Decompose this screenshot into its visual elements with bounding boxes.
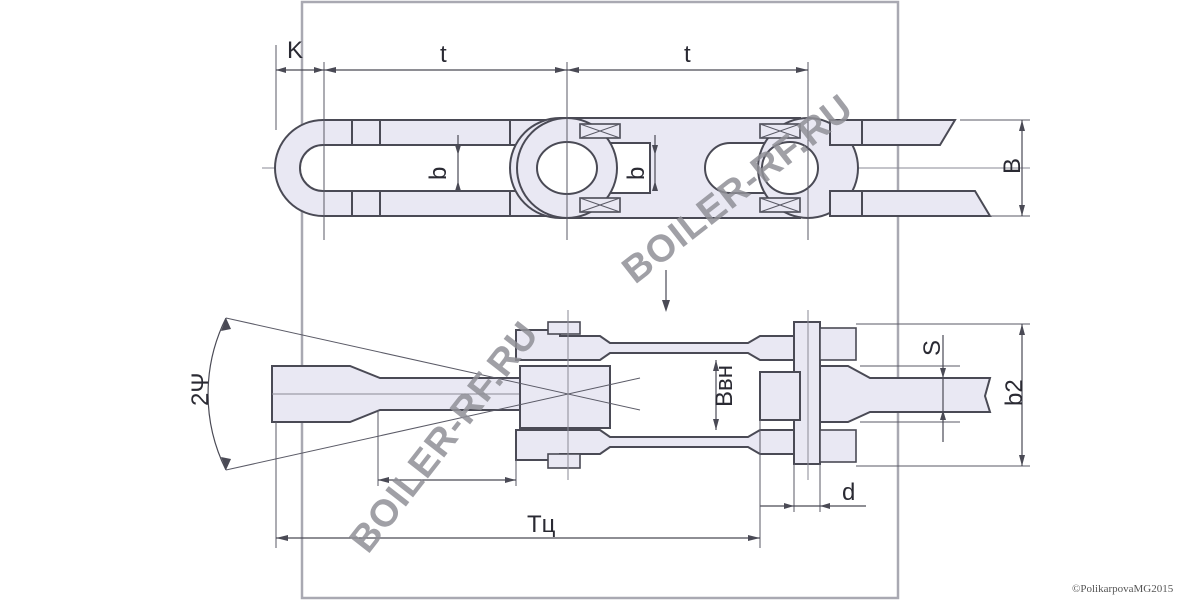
label-s: S bbox=[919, 340, 946, 356]
right-strap-block bbox=[759, 371, 801, 421]
arrowhead bbox=[505, 477, 516, 483]
label-k: K bbox=[287, 37, 303, 64]
arrowhead bbox=[221, 318, 231, 331]
arrowhead bbox=[713, 419, 719, 430]
angle-line-lower bbox=[225, 377, 641, 471]
left-link-slot bbox=[299, 144, 561, 192]
arrowhead bbox=[1019, 205, 1025, 216]
left-joint-hatch bbox=[579, 197, 621, 213]
arrowhead bbox=[796, 67, 808, 73]
copyright-text: ©PolikarpovaMG2015 bbox=[1072, 583, 1174, 595]
angle-arc bbox=[207, 317, 227, 471]
arrowhead bbox=[324, 67, 336, 73]
label-b-right: b bbox=[623, 167, 650, 180]
arrowhead bbox=[276, 67, 286, 73]
arrowhead bbox=[378, 477, 389, 483]
arrowhead bbox=[555, 67, 567, 73]
label-b-left: b bbox=[425, 167, 452, 180]
stud bbox=[547, 321, 581, 335]
label-b-inner: Bвн bbox=[711, 365, 738, 407]
angle-line-upper bbox=[225, 317, 641, 411]
label-b-width: B bbox=[999, 158, 1026, 174]
arrowhead bbox=[567, 67, 579, 73]
right-joint-hatch bbox=[759, 197, 801, 213]
arrowhead bbox=[652, 145, 658, 155]
arrowhead bbox=[1019, 324, 1025, 335]
arrowhead bbox=[940, 368, 946, 378]
view-arrowhead bbox=[662, 300, 670, 312]
arrowhead bbox=[820, 503, 830, 509]
right-strap bbox=[819, 365, 992, 423]
label-tc: Tц bbox=[527, 511, 556, 538]
arrowhead bbox=[652, 181, 658, 191]
label-d: d bbox=[842, 479, 855, 506]
pin-cap bbox=[819, 429, 857, 463]
arrowhead bbox=[314, 67, 324, 73]
top-view: K t t b b B bbox=[262, 37, 1030, 312]
label-t-left: t bbox=[440, 41, 447, 68]
left-joint-hatch bbox=[579, 123, 621, 139]
arrowhead bbox=[1019, 120, 1025, 131]
arrowhead bbox=[748, 535, 760, 541]
arrowhead bbox=[221, 457, 231, 470]
right-joint-eye bbox=[761, 141, 819, 195]
arrowhead bbox=[455, 181, 461, 191]
label-t-right: t bbox=[684, 41, 691, 68]
arrowhead bbox=[940, 410, 946, 420]
bottom-view: 2Ψ Bвн S b2 d bbox=[187, 310, 1030, 548]
arrowhead bbox=[455, 145, 461, 155]
arrowhead bbox=[1019, 455, 1025, 466]
drawing-frame bbox=[300, 0, 900, 600]
right-joint-hatch bbox=[759, 123, 801, 139]
stud bbox=[547, 453, 581, 469]
arrowhead bbox=[784, 503, 794, 509]
clevis-head bbox=[519, 365, 611, 429]
right-link-lower bbox=[829, 190, 992, 217]
label-psi: 2Ψ bbox=[187, 373, 214, 406]
arrowhead bbox=[276, 535, 288, 541]
pin-cap bbox=[819, 327, 857, 361]
arrowhead bbox=[713, 360, 719, 371]
label-b2: b2 bbox=[1001, 379, 1028, 406]
